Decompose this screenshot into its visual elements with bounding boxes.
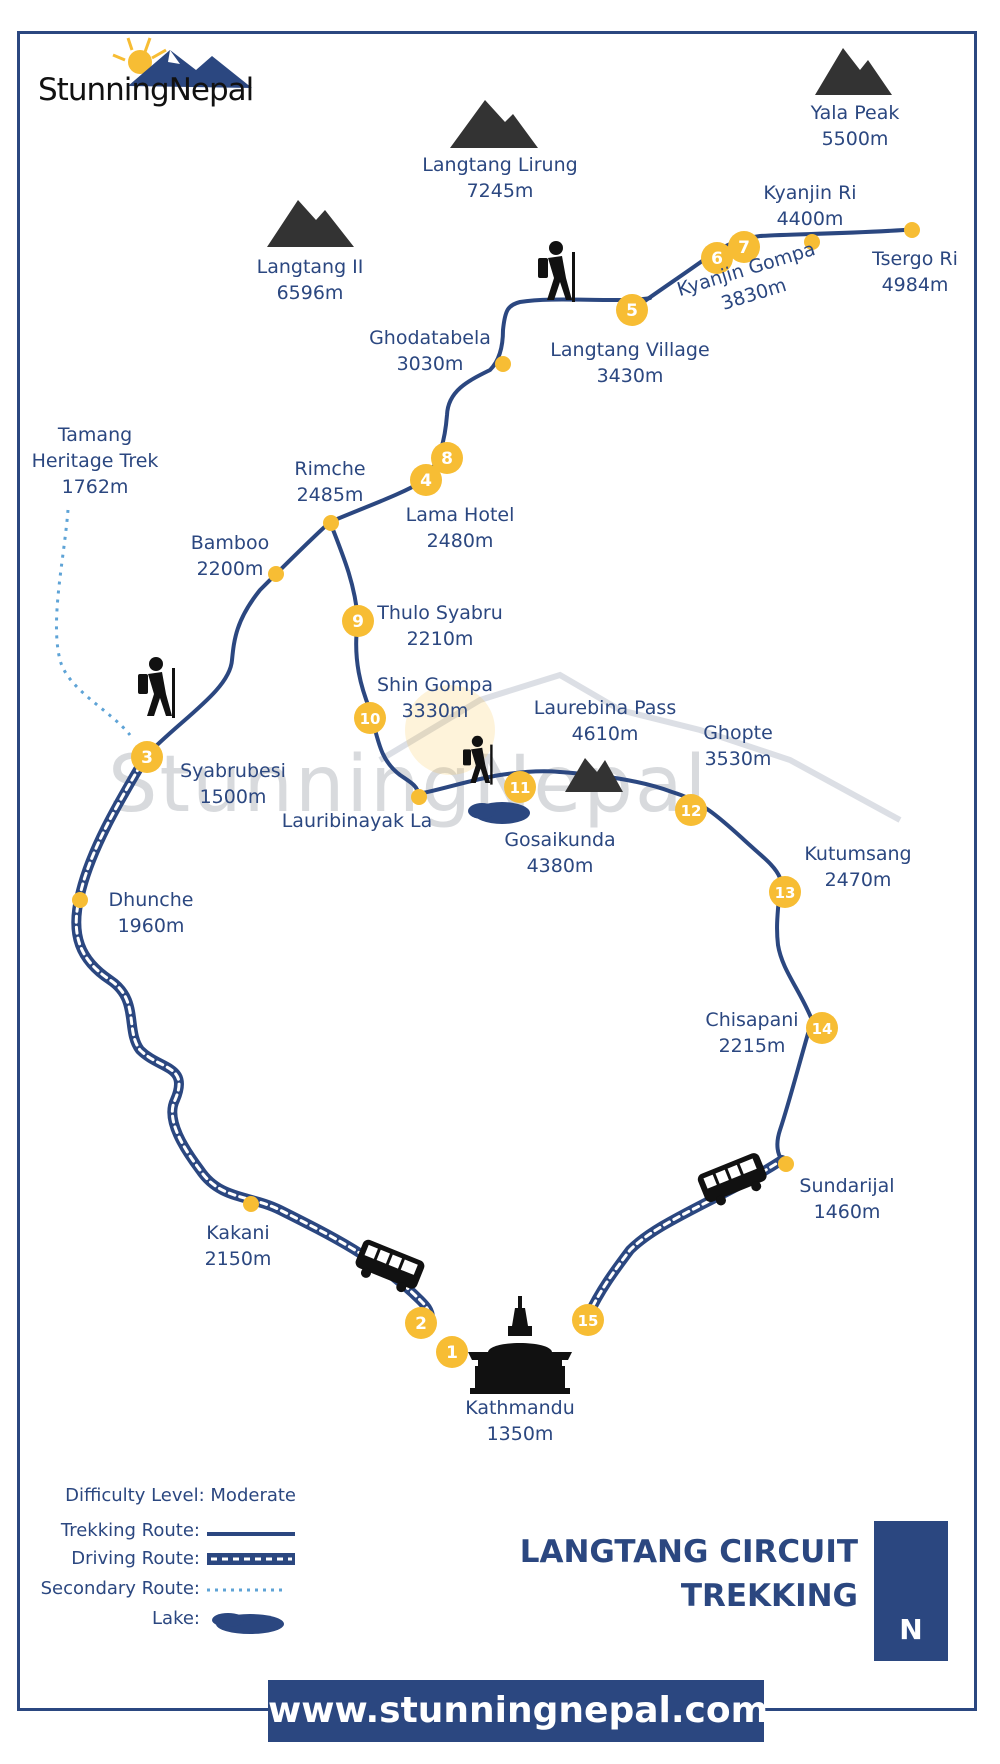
stop-number-1: 1	[446, 1343, 458, 1363]
laurebina-mountain-icon	[565, 758, 623, 792]
stop-badge-12	[675, 794, 707, 826]
website-link[interactable]: www.stunningnepal.com	[268, 1680, 768, 1742]
legend-secondary-label: Secondary Route:	[40, 1578, 200, 1599]
stop-badge-10	[354, 702, 386, 734]
stop-number-12: 12	[681, 802, 702, 820]
stop-number-5: 5	[626, 301, 638, 321]
bus-icon	[697, 1153, 767, 1206]
legend-trekking-label: Trekking Route:	[60, 1520, 200, 1541]
legend-lake-label: Lake:	[152, 1608, 200, 1629]
stop-badge-4	[410, 464, 442, 496]
map-title-line2: TREKKING	[680, 1578, 858, 1614]
legend-driving-line	[207, 1553, 295, 1565]
compass: N	[874, 1521, 948, 1661]
stop-badge-15	[572, 1304, 604, 1336]
map-title-line1: LANGTANG CIRCUIT	[519, 1534, 858, 1570]
stop-badge-3	[131, 741, 163, 773]
small-stops	[72, 222, 920, 1212]
stop-number-2: 2	[415, 1314, 427, 1334]
map-title: LANGTANG CIRCUIT TREKKING	[480, 1530, 858, 1618]
place-label-lauribinayak-la: Lauribinayak La	[281, 810, 433, 832]
stop-dhunche	[72, 892, 88, 908]
stop-bamboo	[268, 566, 284, 582]
bus-icon	[355, 1239, 425, 1293]
stop-badge-1	[436, 1336, 468, 1368]
stop-number-15: 15	[578, 1312, 599, 1330]
stop-number-3: 3	[141, 748, 153, 768]
secondary-route	[54, 509, 132, 736]
stop-number-6: 6	[711, 249, 723, 269]
langtang-lirung-mountain-icon	[450, 100, 538, 148]
stop-rimche	[323, 515, 339, 531]
stop-badge-6	[701, 242, 733, 274]
background-mountains-icon	[378, 671, 902, 823]
stop-badge-13	[769, 876, 801, 908]
stop-kakani	[243, 1196, 259, 1212]
logo-text[interactable]: StunningNepal	[38, 72, 254, 108]
stop-kyanjin-ri	[804, 234, 820, 250]
driving-route	[71, 751, 787, 1323]
stop-number-7: 7	[738, 238, 750, 258]
stop-number-13: 13	[775, 884, 796, 902]
stop-badge-14	[806, 1012, 838, 1044]
stop-number-8: 8	[441, 449, 453, 469]
hiker-icon	[538, 241, 575, 302]
stop-sundarijal	[778, 1156, 794, 1172]
stop-badge-2	[405, 1307, 437, 1339]
yala-peak-mountain-icon	[815, 48, 892, 95]
legend-driving-label: Driving Route:	[71, 1548, 200, 1569]
stop-number-14: 14	[812, 1020, 833, 1038]
legend-trekking-line	[207, 1532, 295, 1536]
legend-difficulty: Difficulty Level: Moderate	[65, 1485, 296, 1506]
stop-number-10: 10	[360, 710, 381, 728]
stop-number-4: 4	[420, 471, 432, 491]
compass-letter: N	[899, 1613, 923, 1646]
stop-badge-7	[728, 231, 760, 263]
stop-number-9: 9	[352, 612, 364, 632]
stop-number-11: 11	[510, 779, 531, 797]
stop-lauribinayak-la	[411, 789, 427, 805]
stop-badge-11	[504, 771, 536, 803]
hiker-icon	[463, 735, 493, 785]
stop-tsergo-ri	[904, 222, 920, 238]
stop-badge-5	[616, 294, 648, 326]
stop-ghodatabela	[495, 356, 511, 372]
hiker-icon	[138, 657, 175, 718]
legend-samples	[207, 1532, 295, 1634]
stop-badge-8	[431, 442, 463, 474]
stop-badge-9	[342, 605, 374, 637]
langtang-ii-mountain-icon	[267, 200, 354, 247]
gosaikunda-lake-icon-2	[468, 803, 496, 819]
logo-mark-icon	[112, 37, 252, 88]
stupa-icon	[468, 1296, 572, 1394]
